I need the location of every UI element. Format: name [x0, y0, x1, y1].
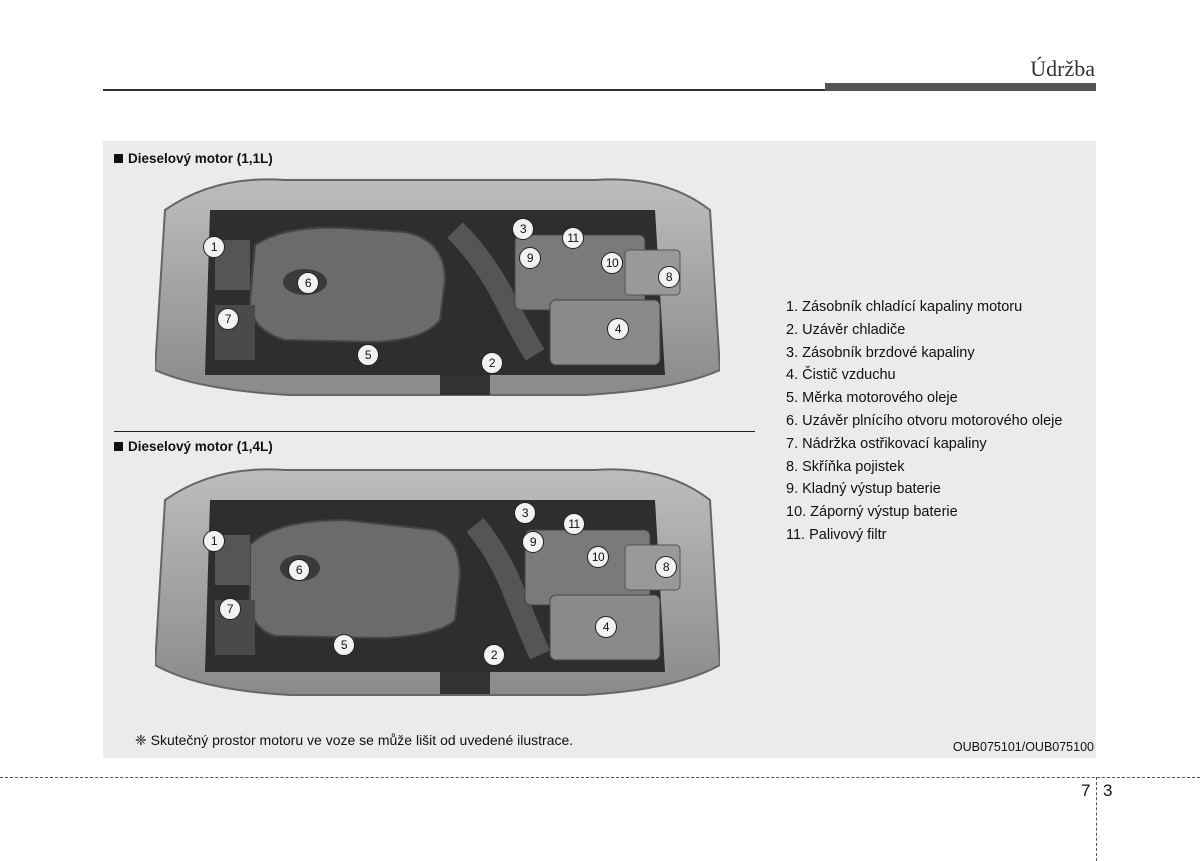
bullet-square-icon	[114, 442, 123, 451]
legend-item: 6. Uzávěr plnícího otvoru motorového ole…	[786, 412, 1063, 429]
diagram1-callout-5: 5	[357, 344, 379, 366]
legend-item: 4. Čistič vzduchu	[786, 367, 896, 384]
diagram1-callout-4: 4	[607, 318, 629, 340]
diagram2-callout-6: 6	[288, 559, 310, 581]
diagram2-callout-1: 1	[203, 530, 225, 552]
diagram-title-1-text: Dieselový motor (1,1L)	[128, 151, 273, 166]
legend-item: 9. Kladný výstup baterie	[786, 481, 941, 498]
section-title: Údržba	[1030, 56, 1095, 81]
legend-list: 1. Zásobník chladící kapaliny motoru 2. …	[786, 296, 1062, 547]
diagram2-callout-3: 3	[514, 502, 536, 524]
diagram-title-1: Dieselový motor (1,1L)	[114, 151, 273, 166]
diagram2-callout-9: 9	[522, 531, 544, 553]
diagram1-callout-10: 10	[601, 252, 623, 274]
diagram2-callout-7: 7	[219, 598, 241, 620]
diagram-title-2: Dieselový motor (1,4L)	[114, 439, 273, 454]
diagram1-callout-3: 3	[512, 218, 534, 240]
chapter-number: 7	[1081, 781, 1091, 800]
diagram2-callout-8: 8	[655, 556, 677, 578]
illustration-reference-code: OUB075101/OUB075100	[952, 740, 1094, 754]
diagram2-callout-2: 2	[483, 644, 505, 666]
diagram2-callout-4: 4	[595, 616, 617, 638]
legend-item: 7. Nádržka ostřikovací kapaliny	[786, 435, 987, 452]
diagram1-callout-6: 6	[297, 272, 319, 294]
legend-item: 8. Skříňka pojistek	[786, 458, 905, 475]
footer-dashed-line	[0, 777, 1200, 778]
legend-item: 10. Záporný výstup baterie	[786, 504, 958, 521]
engine-illustration-1	[155, 178, 720, 396]
header-rule-thick	[825, 83, 1096, 91]
footer-dashed-divider	[1096, 777, 1097, 861]
legend-item: 3. Zásobník brzdové kapaliny	[786, 344, 975, 361]
diagram2-callout-10: 10	[587, 546, 609, 568]
legend-item: 1. Zásobník chladící kapaliny motoru	[786, 299, 1023, 315]
diagram-title-2-text: Dieselový motor (1,4L)	[128, 439, 273, 454]
diagram1-callout-8: 8	[658, 266, 680, 288]
diagram1-callout-2: 2	[481, 352, 503, 374]
legend-item: 5. Měrka motorového oleje	[786, 390, 958, 407]
disclaimer-note: ❈ Skutečný prostor motoru ve voze se můž…	[135, 732, 574, 748]
bullet-square-icon	[114, 154, 123, 163]
diagram1-callout-7: 7	[217, 308, 239, 330]
legend-item: 2. Uzávěr chladiče	[786, 321, 906, 338]
diagram-divider	[114, 431, 755, 432]
diagram1-callout-9: 9	[519, 247, 541, 269]
page-number: 3	[1103, 781, 1113, 800]
diagram2-callout-11: 11	[563, 513, 585, 535]
diagram1-callout-1: 1	[203, 236, 225, 258]
diagram1-callout-11: 11	[562, 227, 584, 249]
header-rule-thin	[103, 89, 825, 91]
engine-illustration-2	[155, 468, 720, 696]
legend-item: 11. Palivový filtr	[786, 526, 887, 543]
diagram2-callout-5: 5	[333, 634, 355, 656]
